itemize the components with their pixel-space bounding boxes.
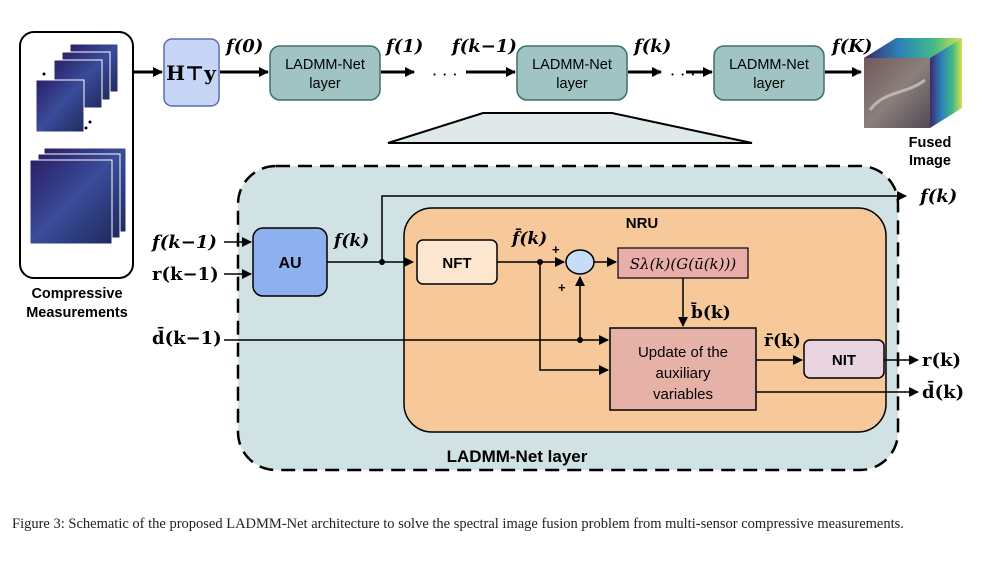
ellipsis-2: · · ·	[670, 65, 695, 84]
fused-image-cube	[864, 38, 962, 128]
measurement-stack-bottom	[29, 147, 127, 245]
nft-label: NFT	[442, 255, 471, 272]
nru-title: NRU	[626, 215, 659, 232]
layerK-line1: LADMM-Net	[729, 57, 809, 73]
label-f1: f(1)	[384, 36, 423, 57]
init-block	[163, 38, 220, 107]
rbar-label: r̄(k)	[764, 331, 801, 351]
layerk-line2: layer	[556, 76, 588, 92]
nit-block	[803, 339, 885, 379]
fbar-label: f̄(k)	[511, 228, 547, 249]
output-f-label: f(k)	[918, 186, 957, 207]
measurements-caption-line1: Compressive	[31, 286, 122, 302]
update-block	[609, 327, 757, 411]
ladmm-layer-k	[516, 45, 628, 101]
output-d-label: d̄(k)	[922, 381, 964, 403]
input-d-label: d̄(k−1)	[152, 327, 222, 349]
fk-label-au: f(k)	[333, 231, 369, 251]
update-line3: variables	[653, 386, 713, 403]
input-r-label: r(k−1)	[152, 264, 219, 285]
ladmm-layer-K	[713, 45, 825, 101]
measurement-stack-top	[35, 43, 119, 133]
shrinkage-block	[617, 247, 749, 279]
ladmm-layer-1	[269, 45, 381, 101]
plus-bottom: +	[558, 280, 566, 295]
layerk-line1: LADMM-Net	[532, 57, 612, 73]
fused-caption-line1: Fused	[909, 135, 952, 151]
nru-block	[403, 207, 887, 433]
update-line1: Update of the	[638, 344, 728, 361]
label-fkm1: f(k−1)	[450, 36, 517, 57]
zoom-connector	[387, 112, 753, 144]
ellipsis-1: · · ·	[432, 65, 457, 84]
init-label: H⊤y	[166, 61, 217, 85]
arrow-fbar-to-update	[539, 262, 609, 375]
measurements-caption-line2: Measurements	[26, 305, 128, 321]
label-f0: f(0)	[224, 36, 263, 57]
layer1-line2: layer	[309, 76, 341, 92]
layerK-line2: layer	[753, 76, 785, 92]
bbar-label: b̄(k)	[691, 302, 731, 323]
layer1-line1: LADMM-Net	[285, 57, 365, 73]
label-fk-top: f(k)	[632, 36, 671, 57]
sum-node	[565, 249, 595, 275]
input-f-label: f(k−1)	[150, 232, 217, 253]
architecture-diagram: Compressive Measurements H⊤y f(0) LADMM-…	[19, 31, 964, 472]
au-label: AU	[278, 255, 301, 272]
arrow-fk-output	[381, 191, 907, 262]
shrinkage-label: Sλ(k)(G(ū(k)))	[630, 255, 737, 273]
nit-label: NIT	[832, 352, 856, 369]
figure-caption: Figure 3: Schematic of the proposed LADM…	[12, 516, 904, 532]
fused-caption-line2: Image	[909, 153, 951, 169]
update-line2: auxiliary	[655, 365, 711, 382]
detail-title: LADMM-Net layer	[447, 447, 588, 466]
plus-top: +	[552, 242, 560, 257]
label-fK: f(K)	[830, 36, 872, 57]
output-r-label: r(k)	[922, 350, 961, 371]
